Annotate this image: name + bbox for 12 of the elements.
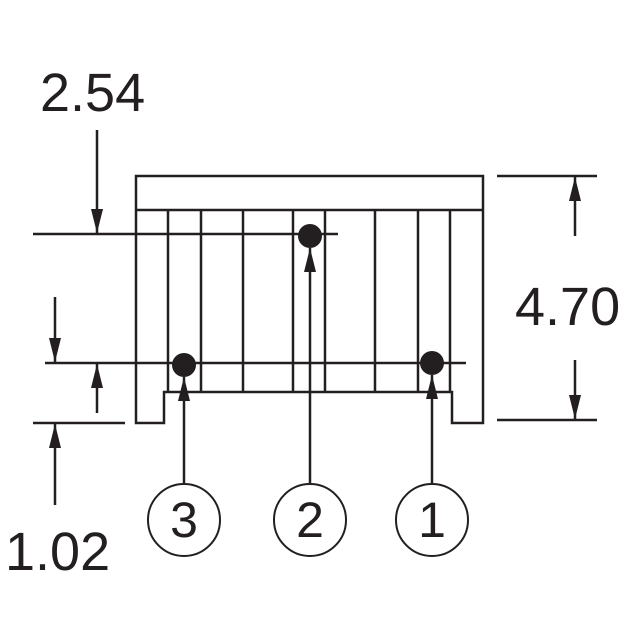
dimension-value: 4.70 xyxy=(515,280,620,334)
leader-line xyxy=(304,248,316,483)
dimension-value: 1.02 xyxy=(5,525,110,579)
pin-dot xyxy=(420,351,444,375)
pin-dot xyxy=(172,353,196,377)
pin-dot xyxy=(298,224,322,248)
dimension-value: 2.54 xyxy=(40,66,146,120)
callout-number: 1 xyxy=(395,483,469,557)
leader-line xyxy=(178,377,190,483)
callout-number: 3 xyxy=(147,483,221,557)
callout-number: 2 xyxy=(273,483,347,557)
leader-line xyxy=(426,375,438,483)
